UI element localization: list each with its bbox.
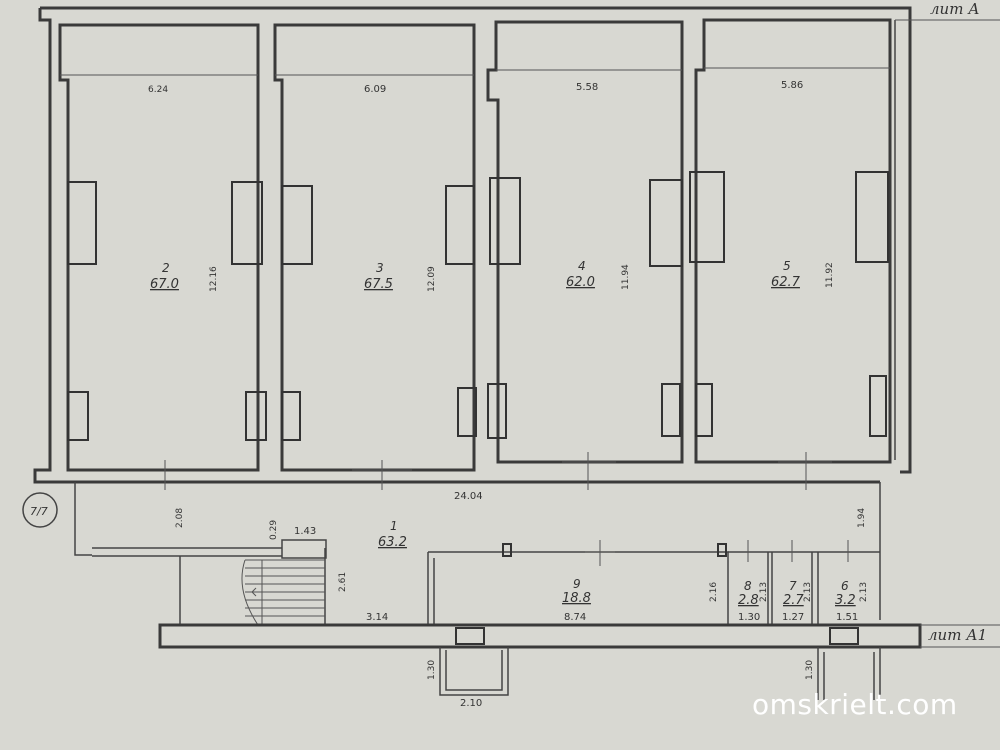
room-4-area: 62.0 <box>566 275 595 290</box>
room-9-depth-dim: 2.16 <box>709 582 719 602</box>
room-2-width: 6.24 <box>148 85 168 95</box>
room-1-number: 1 <box>390 519 398 533</box>
room-5-width: 5.86 <box>781 80 803 91</box>
lit-a-label: лит А <box>930 0 980 18</box>
porch-right-depth-dim: 1.30 <box>805 660 815 680</box>
room-4-walls <box>486 20 684 464</box>
room-4-width: 5.58 <box>576 82 598 93</box>
stair-wall-dim: 0.29 <box>269 520 279 540</box>
room-9-length-dim: 8.74 <box>564 612 586 623</box>
room-8-depth-dim: 2.13 <box>759 582 769 602</box>
stair-width-dim: 1.43 <box>294 526 316 537</box>
stair-depth-dim: 2.61 <box>338 572 348 592</box>
room-8-area: 2.8 <box>738 593 759 608</box>
room-8-number: 8 <box>744 579 752 593</box>
front-left-dim: 3.14 <box>366 612 388 623</box>
room-3-width: 6.09 <box>364 84 386 95</box>
room-9-area: 18.8 <box>562 591 591 606</box>
room-1-area: 63.2 <box>378 535 407 550</box>
axis-marker <box>22 492 58 528</box>
room-2-area: 67.0 <box>150 277 179 292</box>
lit-a1-label: лит А1 <box>928 626 987 644</box>
room-4-number: 4 <box>578 259 586 273</box>
room-7-depth-dim: 2.13 <box>803 582 813 602</box>
porch-left-width-dim: 2.10 <box>460 698 482 709</box>
room-5-walls <box>694 18 892 464</box>
room-2-length: 12.16 <box>209 266 219 292</box>
corridor-length-dim: 24.04 <box>454 491 483 502</box>
room-7-number: 7 <box>789 579 797 593</box>
room-7-area: 2.7 <box>783 593 804 608</box>
porch-left-depth-dim: 1.30 <box>427 660 437 680</box>
room-3-length: 12.09 <box>427 266 437 292</box>
corridor-depth-right-dim: 1.94 <box>857 508 867 528</box>
axis-mark-label: 7/7 <box>30 505 48 518</box>
room-5-number: 5 <box>783 259 791 273</box>
room-2-number: 2 <box>162 261 170 275</box>
room-5-area: 62.7 <box>771 275 801 290</box>
room-2-walls <box>58 23 260 472</box>
room-6-area: 3.2 <box>835 593 856 608</box>
watermark: omskrielt.com <box>752 688 958 721</box>
room-8-width-dim: 1.30 <box>738 612 760 623</box>
room-3-area: 67.5 <box>364 277 393 292</box>
room-6-width-dim: 1.51 <box>836 612 858 623</box>
corridor-depth-left-dim: 2.08 <box>175 508 185 528</box>
room-6-depth-dim: 2.13 <box>859 582 869 602</box>
room-3-walls <box>273 23 476 472</box>
room-7-width-dim: 1.27 <box>782 612 804 623</box>
stair <box>241 559 325 626</box>
annex <box>22 482 1000 700</box>
main-building <box>33 6 1000 490</box>
room-4-length: 11.94 <box>621 264 631 290</box>
room-5-length: 11.92 <box>825 262 835 288</box>
room-9-number: 9 <box>573 577 581 591</box>
room-6-number: 6 <box>841 579 849 593</box>
room-3-number: 3 <box>376 261 384 275</box>
